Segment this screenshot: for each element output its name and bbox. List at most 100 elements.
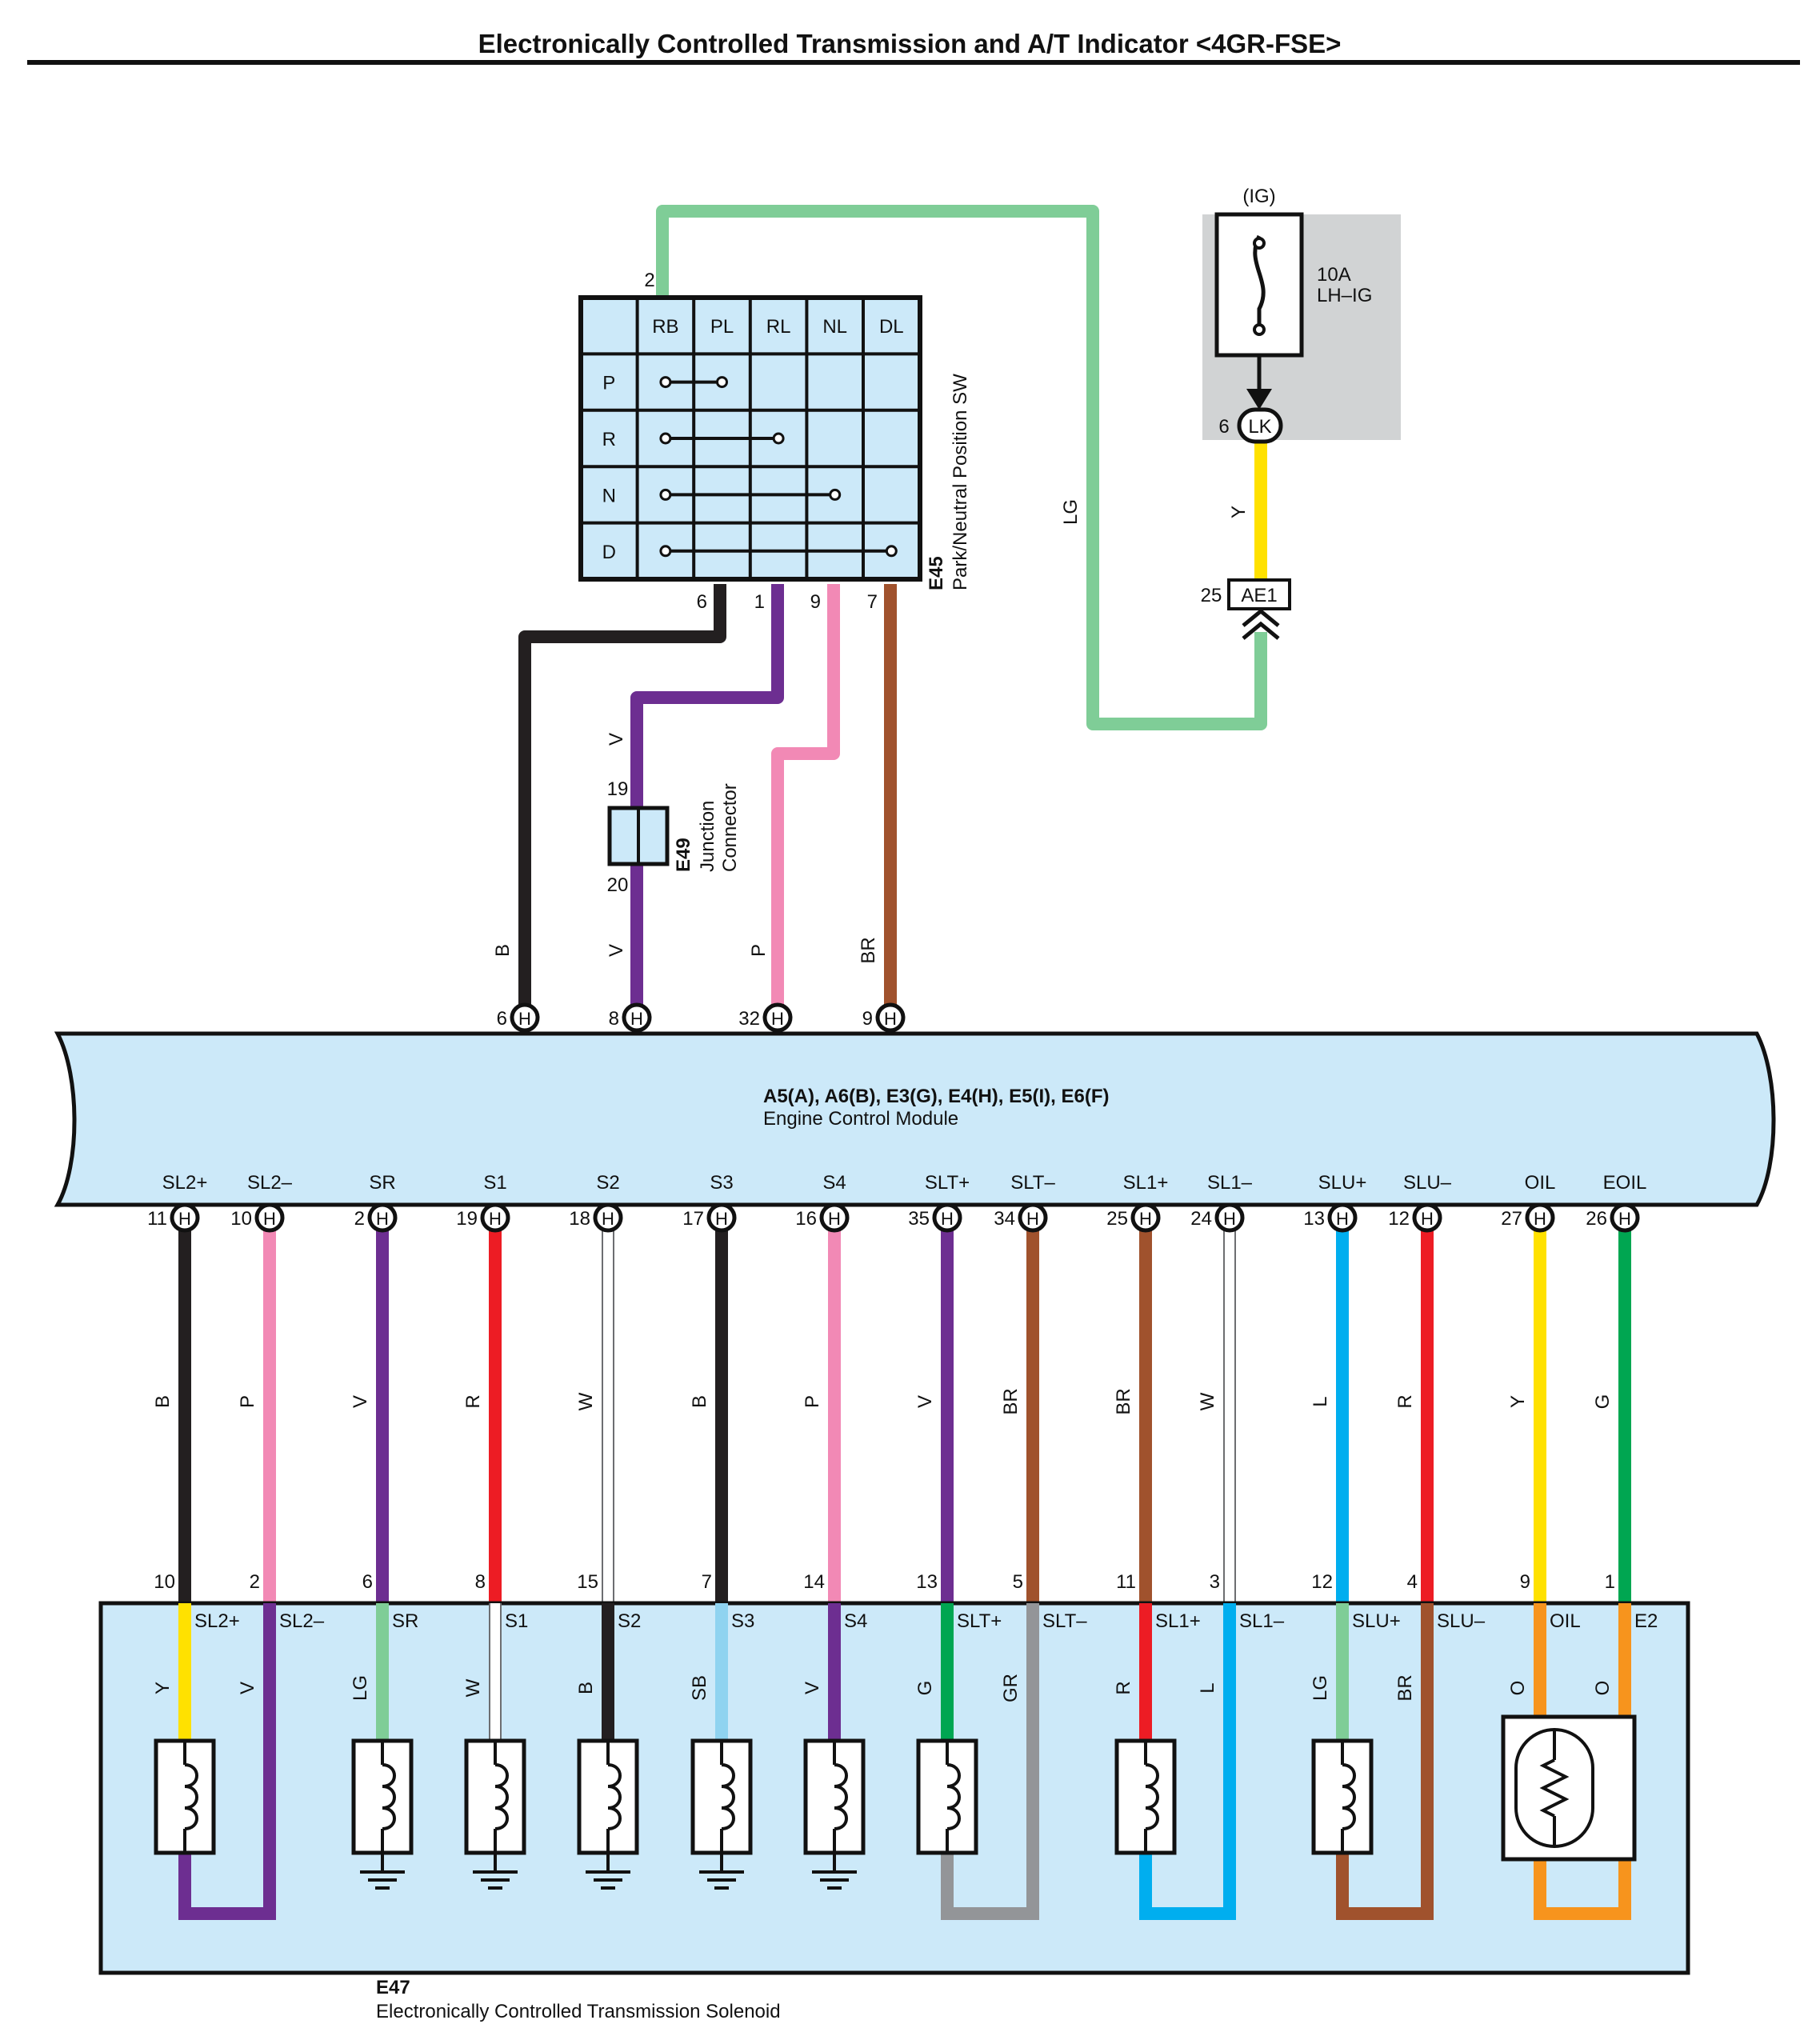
ecm-connectors: A5(A), A6(B), E3(G), E4(H), E5(I), E6(F) <box>763 1086 1109 1107</box>
terminal-letter: H <box>1026 1209 1039 1229</box>
ae1-pin: 25 <box>1201 585 1222 606</box>
terminal-letter: H <box>518 1009 531 1029</box>
junction-wire-label-bottom: V <box>606 944 627 957</box>
ecm-pin-label: 12 <box>1388 1208 1410 1230</box>
ecm-terminal <box>819 1202 850 1233</box>
ecm-terminal <box>1214 1202 1245 1233</box>
junction-pin-top: 19 <box>607 778 629 800</box>
solenoid-terminal-label: E2 <box>1634 1610 1658 1632</box>
terminal-letter: H <box>1139 1209 1152 1229</box>
ecm-terminal-label: SL1+ <box>1123 1172 1169 1194</box>
ecm-pin-label: 17 <box>682 1208 704 1230</box>
upper-wires <box>518 205 1267 1016</box>
switch-pin-label: 7 <box>867 591 878 613</box>
terminal-letter: H <box>771 1009 784 1029</box>
wire-color-label: Y <box>1507 1395 1529 1408</box>
solenoid-terminal-label: SL2– <box>279 1610 325 1632</box>
ecm-pin-label: 6 <box>497 1008 507 1030</box>
page-title: Electronically Controlled Transmission a… <box>478 29 1342 58</box>
fuse-box: (IG) 10A LH–IG LK 6 Y <box>1202 186 1401 518</box>
junction-id: E49 <box>673 838 694 872</box>
junction-wire-label-top: V <box>606 733 627 746</box>
solenoid-id: E47 <box>376 1977 410 1998</box>
wire-color-label: V <box>350 1395 371 1408</box>
solenoid-pin-label: 6 <box>362 1571 373 1593</box>
wire-color-label: W <box>575 1392 597 1410</box>
solenoid-body <box>98 1601 1690 1975</box>
solenoid-terminal-label: SLT– <box>1042 1610 1087 1632</box>
terminal-letter: H <box>376 1209 389 1229</box>
ecm-terminal <box>1327 1202 1358 1233</box>
coil-icon <box>382 1763 396 1830</box>
ecm-pin-label: 13 <box>1303 1208 1325 1230</box>
wire-color-label: P <box>802 1395 823 1408</box>
ecm-terminal-label: SLT– <box>1010 1172 1055 1194</box>
terminal-letter: H <box>178 1209 191 1229</box>
ecm-terminal <box>932 1202 962 1233</box>
wire-color-label: V <box>914 1395 936 1408</box>
switch-row-label: N <box>602 485 616 506</box>
solenoid-pin-label: 3 <box>1210 1571 1220 1593</box>
transmission-solenoid: E47 Electronically Controlled Transmissi… <box>98 1601 1690 2022</box>
resistor-icon <box>1539 1758 1570 1818</box>
terminal-letter: H <box>1223 1209 1236 1229</box>
ecm-terminal <box>510 1002 540 1033</box>
switch-pin-label: 1 <box>754 591 765 613</box>
ecm-terminal-label: EOIL <box>1603 1172 1647 1194</box>
sw-wire-b <box>518 584 726 1016</box>
ecm-terminal-label: SR <box>369 1172 395 1194</box>
solenoid-pin-label: 8 <box>475 1571 486 1593</box>
coil-icon <box>946 1763 961 1830</box>
ecm-terminal-label: SLU– <box>1403 1172 1452 1194</box>
ecm-pin-label: 18 <box>569 1208 590 1230</box>
terminal-letter: H <box>715 1209 728 1229</box>
switch-column-label: DL <box>879 316 904 338</box>
lk-connector <box>1237 407 1283 444</box>
lg-pin-label: 2 <box>644 270 654 291</box>
junction-name-1: Junction <box>697 801 718 872</box>
ecm-body <box>54 1031 1776 1207</box>
ecm-bottom-terminals: SL2+H11SL2–H10SRH2S1H19S2H18S3H17S4H16SL… <box>147 1172 1647 1233</box>
ecm-terminal <box>762 1002 793 1033</box>
ecm-terminal-label: SLU+ <box>1318 1172 1367 1194</box>
ecm-pin-label: 25 <box>1106 1208 1128 1230</box>
ecm-terminal-label: S1 <box>483 1172 506 1194</box>
switch-id: E45 <box>926 556 947 590</box>
terminal-letter: H <box>263 1209 276 1229</box>
terminal-letter: H <box>884 1009 897 1029</box>
solenoid-pin-label: 10 <box>154 1571 175 1593</box>
wire-color-label: B <box>152 1395 174 1408</box>
wire-color-label: SB <box>689 1675 710 1701</box>
wire-color-label: P <box>748 944 770 957</box>
wire-color-label: P <box>237 1395 258 1408</box>
ecm-terminal-label: S3 <box>710 1172 733 1194</box>
lk-pin: 6 <box>1218 416 1229 438</box>
fuse-rating: 10A <box>1317 264 1351 286</box>
ecm-pin-label: 2 <box>354 1208 365 1230</box>
solenoid-pin-label: 1 <box>1605 1571 1615 1593</box>
terminal-letter: H <box>828 1209 841 1229</box>
solenoid-terminal-label: SR <box>392 1610 418 1632</box>
solenoid-terminal-label: SLU– <box>1437 1610 1486 1632</box>
solenoid-pin-label: 13 <box>916 1571 938 1593</box>
terminal-letter: H <box>1421 1209 1434 1229</box>
ecm-terminal <box>1412 1202 1442 1233</box>
solenoid-internals: 10SL2+Y2SL2–V6SRLG8S1W15S2B7S3SB14S4V13S… <box>152 1571 1658 1920</box>
wire-color-label: O <box>1507 1681 1529 1696</box>
ecm-terminal-label: S4 <box>822 1172 846 1194</box>
coil-icon <box>1342 1763 1356 1830</box>
wire-color-label: G <box>914 1681 936 1696</box>
wire-color-label: R <box>1394 1394 1416 1408</box>
switch-pin-label: 9 <box>810 591 821 613</box>
wire-color-label: GR <box>1000 1674 1022 1702</box>
solenoid-pin-label: 7 <box>702 1571 712 1593</box>
wire-color-label: BR <box>1000 1388 1022 1414</box>
terminal-letter: H <box>1336 1209 1349 1229</box>
ecm-pin-label: 11 <box>147 1208 167 1230</box>
ecm-terminal <box>480 1202 510 1233</box>
ecm-pin-label: 26 <box>1586 1208 1607 1230</box>
junction-pin-bottom: 20 <box>607 874 629 896</box>
ecm-terminal <box>1610 1202 1640 1233</box>
